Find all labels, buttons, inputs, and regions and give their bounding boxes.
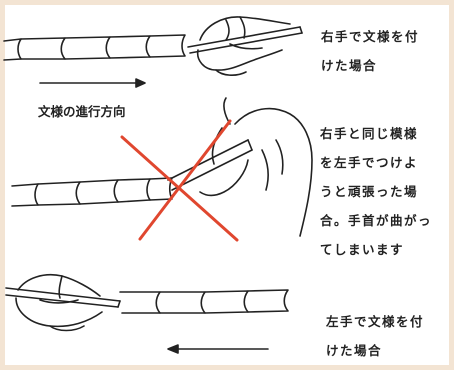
right-hand-holding-stick-icon <box>188 17 302 75</box>
middle-caption-line: を左手でつけよ <box>320 148 432 177</box>
bottom-caption-line: 左手で文様を付 <box>326 307 424 336</box>
bottom-caption-line: けた場合 <box>326 336 424 365</box>
direction-label: 文様の進行方向 <box>38 101 126 120</box>
direction-arrow-right-icon <box>40 79 145 87</box>
left-hand-bent-wrist-icon <box>168 98 312 236</box>
middle-caption-line: てしまいます <box>320 235 432 264</box>
middle-pattern-strip <box>12 178 172 206</box>
middle-caption: 右手と同じ模様 を左手でつけよ うと頑張った場 合。手首が曲がっ てしまいます <box>320 119 432 264</box>
bottom-caption: 左手で文様を付 けた場合 <box>326 307 424 365</box>
top-caption-line: けた場合 <box>321 51 419 80</box>
bottom-pattern-strip <box>120 290 288 313</box>
red-x-mark-icon <box>122 121 237 240</box>
top-pattern-strip <box>4 35 185 60</box>
left-hand-holding-stick-icon <box>6 275 120 331</box>
top-caption: 右手で文様を付 けた場合 <box>321 22 419 80</box>
middle-caption-line: うと頑張った場 <box>320 177 432 206</box>
middle-caption-line: 合。手首が曲がっ <box>320 206 432 235</box>
direction-arrow-left-icon <box>168 345 268 353</box>
middle-caption-line: 右手と同じ模様 <box>320 119 432 148</box>
top-caption-line: 右手で文様を付 <box>321 22 419 51</box>
